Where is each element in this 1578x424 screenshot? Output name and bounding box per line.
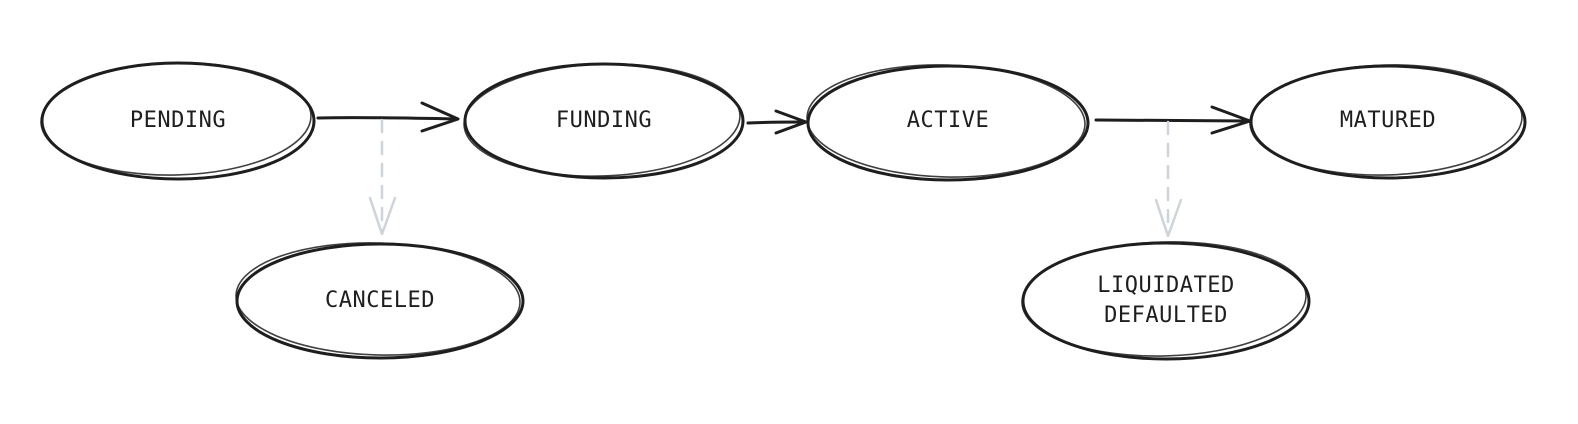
node-canceled[interactable]: CANCELED (235, 239, 525, 360)
edge-active-to-matured (1094, 105, 1252, 135)
node-pending[interactable]: PENDING (40, 59, 316, 181)
node-label-active: ACTIVE (907, 108, 989, 133)
node-label-canceled: CANCELED (325, 288, 435, 313)
node-label-pending: PENDING (130, 108, 226, 133)
node-liquidated-defaulted[interactable]: LIQUIDATED DEFAULTED (1021, 238, 1311, 361)
nodes: PENDING FUNDING ACTIVE MATURED CANCELED (40, 59, 1527, 361)
node-label-matured: MATURED (1340, 108, 1436, 133)
node-funding[interactable]: FUNDING (462, 59, 745, 181)
node-label-liquidated: LIQUIDATED (1097, 273, 1234, 298)
edge-to-liquidated-defaulted (1154, 120, 1183, 238)
node-active[interactable]: ACTIVE (806, 61, 1090, 182)
edges (316, 101, 1252, 238)
node-matured[interactable]: MATURED (1249, 61, 1527, 180)
node-label-funding: FUNDING (556, 108, 652, 133)
edge-funding-to-active (746, 109, 808, 135)
edge-pending-to-funding (316, 101, 460, 133)
edge-to-canceled (368, 118, 397, 236)
node-label-defaulted: DEFAULTED (1104, 303, 1228, 328)
